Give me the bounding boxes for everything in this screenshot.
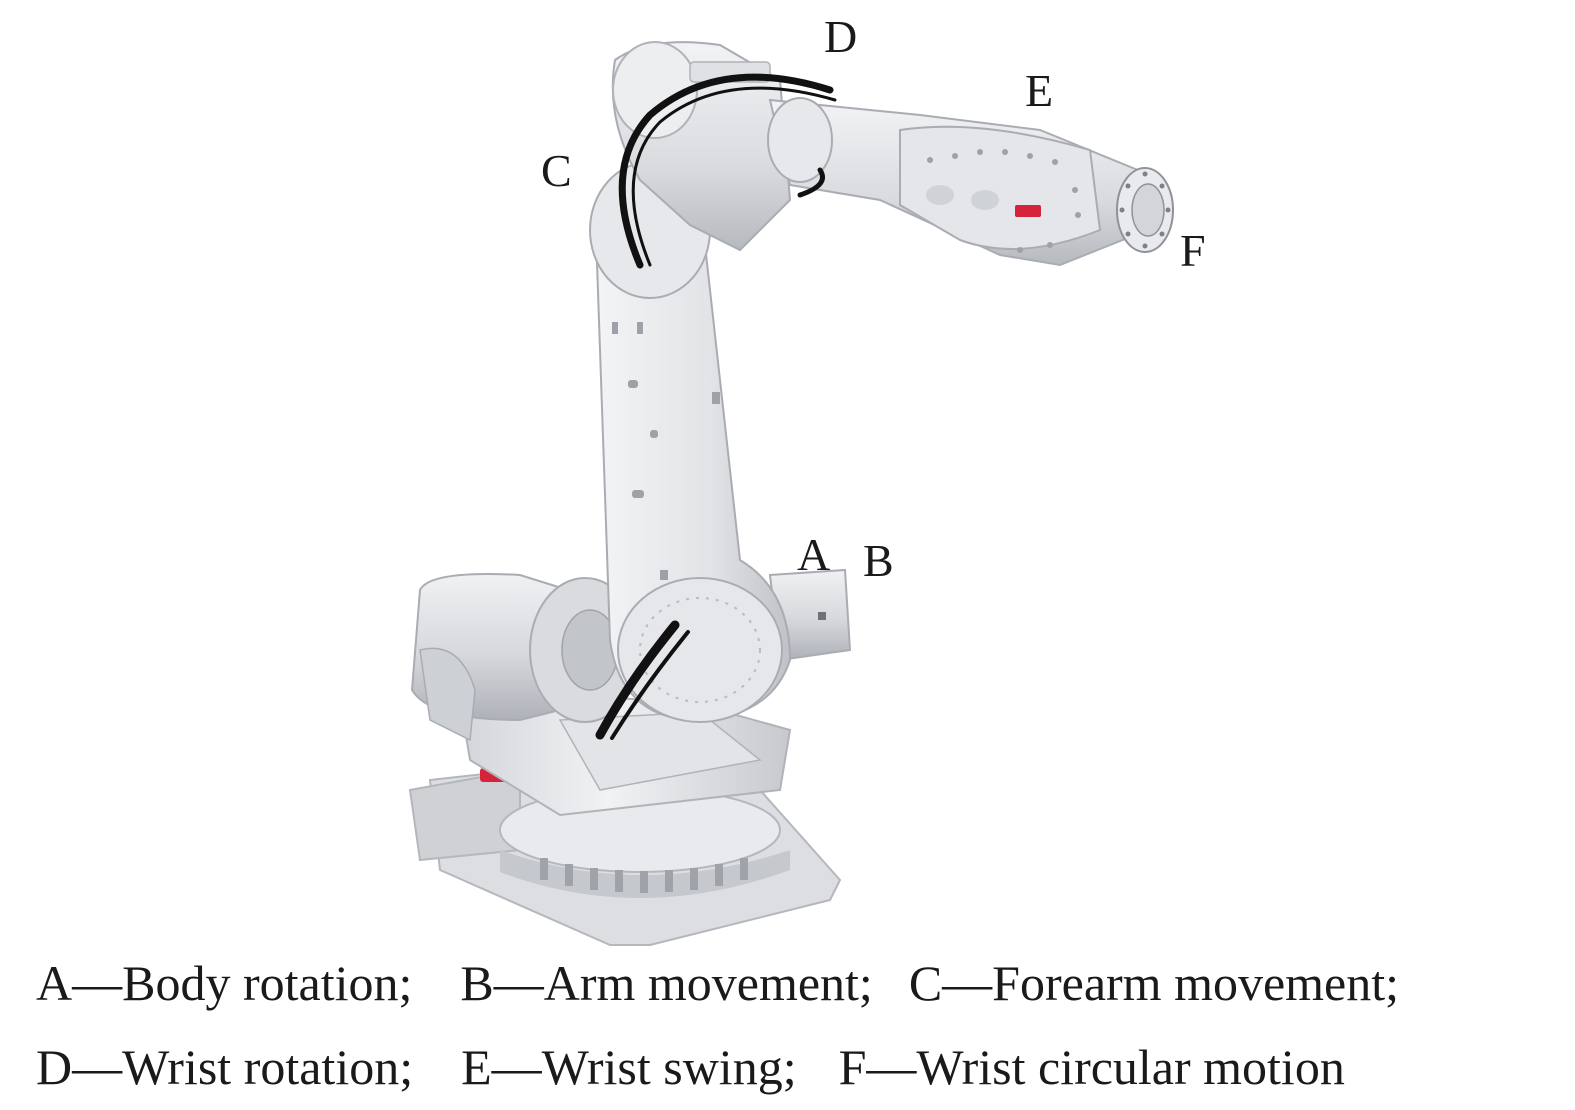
- legend-c: C—Forearm movement;: [908, 955, 1400, 1011]
- tool-flange: [1116, 167, 1174, 253]
- label-f: F: [1180, 225, 1206, 276]
- label-d: D: [824, 11, 858, 62]
- counterbalance-motor: [410, 573, 641, 742]
- legend-row-1: A—Body rotation; B—Arm movement; C—Forearm…: [36, 958, 1399, 1008]
- industrial-robot-illustration: [408, 41, 1174, 946]
- forearm: [767, 97, 1162, 267]
- label-c: C: [541, 145, 572, 196]
- robot-turret: [458, 695, 792, 817]
- lower-arm: [593, 185, 792, 723]
- label-a: A: [797, 529, 831, 580]
- label-e: E: [1025, 65, 1054, 116]
- forearm-logo: [1015, 205, 1041, 217]
- robot-cables: [595, 73, 837, 740]
- legend-f: F—Wrist circular motion: [838, 1039, 1345, 1095]
- legend-d: D—Wrist rotation;: [36, 1039, 414, 1095]
- label-b: B: [863, 535, 894, 586]
- legend-b: B—Arm movement;: [460, 955, 873, 1011]
- legend-e: E—Wrist swing;: [461, 1039, 797, 1095]
- legend-a: A—Body rotation;: [36, 955, 413, 1011]
- legend-row-2: D—Wrist rotation; E—Wrist swing; F—Wrist c…: [36, 1042, 1345, 1092]
